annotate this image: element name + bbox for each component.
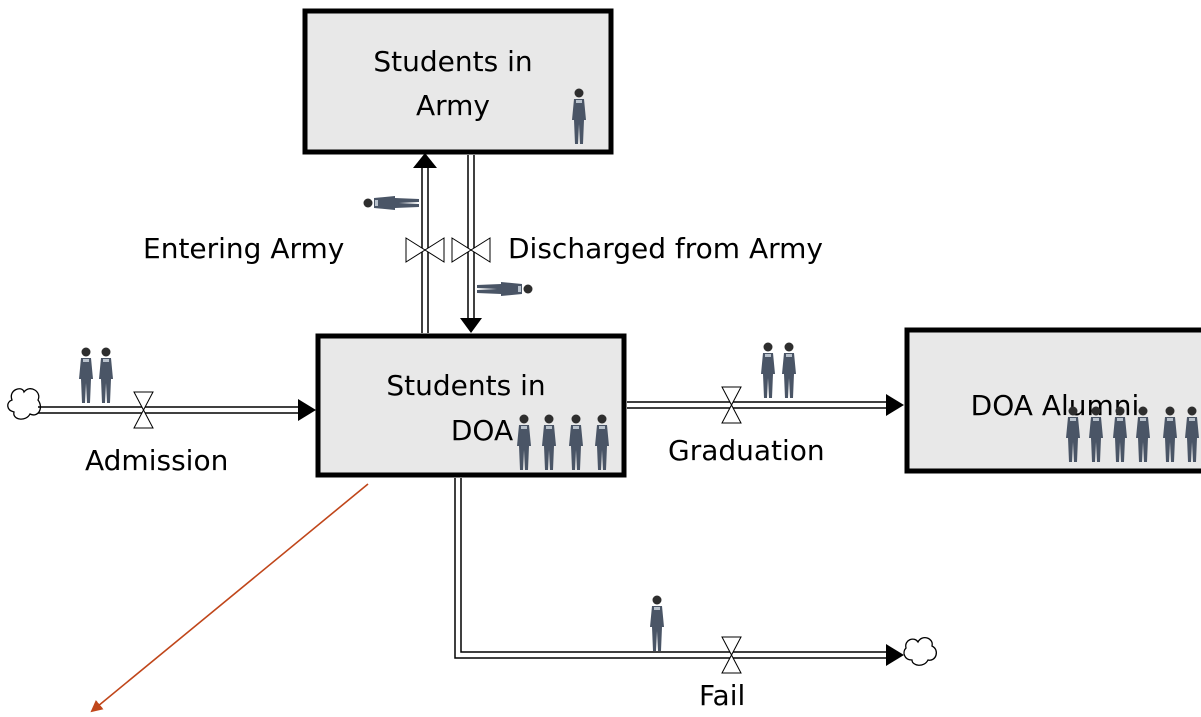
stock-doa-alumni: DOA Alumni <box>904 327 1201 474</box>
flow-graduation-label: Graduation <box>668 434 825 467</box>
flow-discharged-label: Discharged from Army <box>508 232 823 265</box>
stock-doa-label-2: DOA <box>451 414 513 447</box>
stock-doa-label-1: Students in <box>386 369 545 402</box>
source-cloud-icon <box>7 388 42 420</box>
valve-icon <box>405 237 445 263</box>
flow-fail-label: Fail <box>699 679 745 712</box>
flow-graduation: Graduation <box>627 342 904 467</box>
flow-entering-army: Entering Army <box>143 153 445 333</box>
student-figure-icon <box>99 347 113 403</box>
valve-icon <box>133 391 154 429</box>
flow-entering-army-label: Entering Army <box>143 232 344 265</box>
student-figure-icon <box>363 196 419 210</box>
student-figure-icon <box>477 282 533 296</box>
student-figure-icon <box>79 347 93 403</box>
stock-students-in-doa: Students in DOA <box>315 333 627 478</box>
flow-discharged-from-army: Discharged from Army <box>451 155 823 333</box>
stock-students-in-army: Students in Army <box>302 8 614 155</box>
flow-admission: Admission <box>7 347 316 477</box>
stock-army-label-2: Army <box>416 89 490 122</box>
flow-fail: Fail <box>454 478 938 712</box>
stock-alumni-label: DOA Alumni <box>971 389 1140 422</box>
flow-admission-label: Admission <box>85 444 228 477</box>
student-figure-icon <box>650 595 664 651</box>
valve-icon <box>721 636 742 674</box>
valve-icon <box>451 237 491 263</box>
valve-icon <box>721 386 742 424</box>
sink-cloud-icon <box>903 636 938 666</box>
pointer-arrow <box>90 483 369 713</box>
student-figure-icon <box>761 342 775 398</box>
stock-army-label-1: Students in <box>373 45 532 78</box>
student-figure-icon <box>782 342 796 398</box>
